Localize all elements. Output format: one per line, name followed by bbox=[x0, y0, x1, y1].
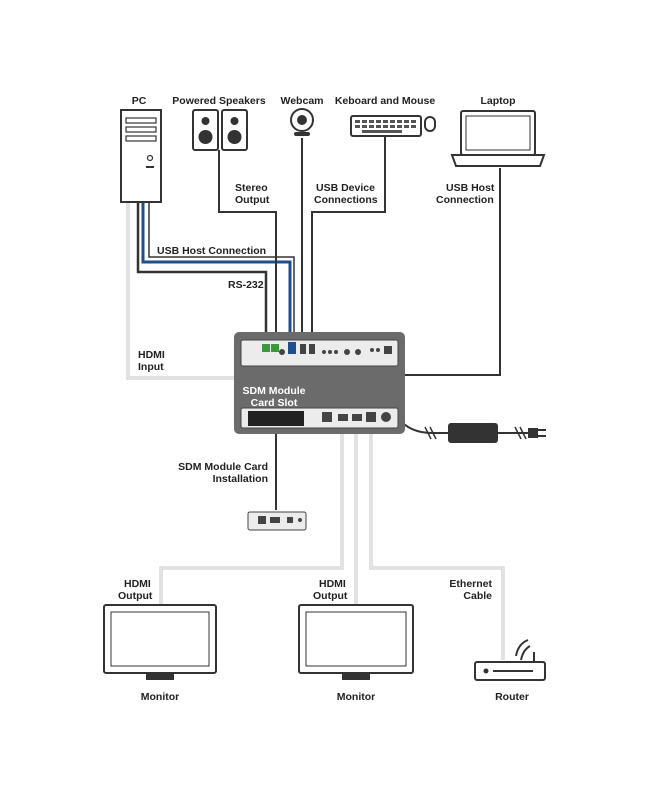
webcam-icon bbox=[290, 108, 314, 136]
speakers-icon bbox=[192, 109, 248, 151]
hdmi-output-left-label-1: HDMI bbox=[124, 578, 151, 590]
usb-device-label-1: USB Device bbox=[316, 182, 375, 194]
main-unit bbox=[234, 332, 405, 434]
sdm-install-label-1: SDM Module Card bbox=[178, 461, 268, 473]
hdmi-output-right-label-2: Output bbox=[313, 590, 348, 602]
stereo-output-label-2: Output bbox=[235, 194, 270, 206]
usb-host-cable bbox=[141, 200, 292, 340]
usb-host-pc-label: USB Host Connection bbox=[157, 245, 266, 257]
ethernet-label-2: Cable bbox=[463, 590, 492, 602]
rs232-label: RS-232 bbox=[228, 279, 264, 291]
ethernet-label-1: Ethernet bbox=[449, 578, 492, 590]
pc-label: PC bbox=[132, 95, 147, 107]
monitor-left-label: Monitor bbox=[141, 691, 180, 703]
hdmi-input-label-2: Input bbox=[138, 361, 164, 373]
keyboard-mouse-icon bbox=[350, 115, 436, 137]
sdm-slot-label-2: Card Slot bbox=[251, 397, 298, 409]
usb-device-cable bbox=[311, 136, 386, 340]
monitor-right-icon bbox=[298, 604, 414, 680]
router-label: Router bbox=[495, 691, 529, 703]
monitor-right-label: Monitor bbox=[337, 691, 376, 703]
hdmi-output-left-label-2: Output bbox=[118, 590, 153, 602]
sdm-slot-label-1: SDM Module bbox=[243, 385, 306, 397]
power-adapter-icon bbox=[448, 423, 546, 443]
laptop-label: Laptop bbox=[481, 95, 516, 107]
hdmi-input-label-1: HDMI bbox=[138, 349, 165, 361]
sdm-install-label-2: Installation bbox=[213, 473, 268, 485]
hdmi-output-right-label-1: HDMI bbox=[319, 578, 346, 590]
sdm-card-icon bbox=[247, 511, 307, 531]
monitor-left-icon bbox=[103, 604, 217, 680]
power-cable bbox=[397, 417, 448, 434]
rs232-cable bbox=[136, 200, 268, 340]
usb-host-laptop-label-1: USB Host bbox=[446, 182, 495, 194]
usb-device-label-2: Connections bbox=[314, 194, 378, 206]
usb-host-laptop-label-2: Connection bbox=[436, 194, 494, 206]
stereo-output-label-1: Stereo bbox=[235, 182, 268, 194]
speakers-label: Powered Speakers bbox=[172, 95, 266, 107]
pc-tower-icon bbox=[120, 109, 162, 203]
stereo-output-cable bbox=[218, 150, 277, 340]
webcam-label: Webcam bbox=[281, 95, 324, 107]
laptop-icon bbox=[450, 110, 546, 167]
router-icon bbox=[474, 639, 546, 681]
keyboard-mouse-label: Keboard and Mouse bbox=[335, 95, 436, 107]
laptop-usb-cable bbox=[405, 168, 501, 376]
